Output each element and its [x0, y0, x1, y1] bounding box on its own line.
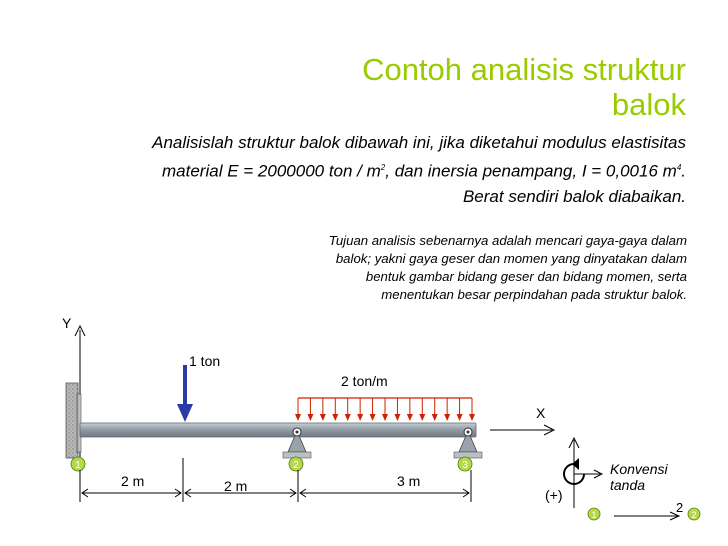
load-arrow-head — [357, 414, 364, 421]
x-axis-label: X — [536, 405, 546, 421]
fixed-support — [65, 382, 82, 459]
span-label-1: 2 m — [121, 473, 144, 489]
load-arrow-head — [319, 414, 326, 421]
analysis-purpose: Tujuan analisis sebenarnya adalah mencar… — [328, 233, 687, 302]
beam — [79, 422, 477, 438]
convention-node-1 — [587, 507, 601, 521]
node-2: 2 — [288, 456, 304, 472]
distributed-load-arrows — [295, 398, 475, 421]
distributed-load: 2 ton/m — [295, 373, 475, 421]
svg-text:2: 2 — [691, 510, 696, 520]
title-line-1: Contoh analisis struktur — [362, 52, 686, 87]
load-arrow-head — [419, 414, 426, 421]
sign-convention: (+) Konvensi tanda 1 2 2 — [545, 436, 701, 521]
support-3 — [453, 427, 483, 459]
load-arrow-head — [295, 414, 301, 421]
load-arrow-head — [369, 414, 376, 421]
convention-node-2 — [687, 507, 701, 521]
svg-text:1: 1 — [75, 460, 81, 471]
intro-sup-2: 4 — [676, 163, 682, 172]
load-arrow-head — [332, 414, 339, 421]
dimension-lines — [79, 458, 472, 502]
convention-label: Konvensi tanda — [610, 461, 671, 493]
load-arrow-head — [344, 414, 351, 421]
load-arrow-head — [444, 414, 451, 421]
problem-statement: Analisislah struktur balok dibawah ini, … — [120, 130, 686, 209]
load-arrow-head — [307, 414, 314, 421]
load-arrow-head — [382, 414, 388, 421]
slide-title: Contoh analisis struktur balok — [266, 52, 686, 122]
span-label-3: 3 m — [397, 473, 420, 489]
node-1: 1 — [70, 456, 86, 472]
load-arrow-head — [406, 414, 413, 421]
convention-end-label: 2 — [676, 500, 683, 515]
svg-text:1: 1 — [591, 510, 596, 520]
load-arrow-head — [456, 414, 463, 421]
load-arrow-head — [431, 414, 438, 421]
intro-sup-1: 2 — [380, 163, 386, 172]
moment-sign-label: (+) — [545, 487, 563, 503]
point-load-label: 1 ton — [189, 353, 220, 369]
x-axis: X — [490, 405, 556, 436]
point-load: 1 ton — [177, 353, 220, 422]
load-arrow-head — [469, 414, 475, 421]
span-label-2: 2 m — [224, 478, 247, 494]
load-arrow-head — [394, 414, 401, 421]
svg-text:2: 2 — [293, 460, 299, 471]
distributed-load-label: 2 ton/m — [341, 373, 388, 389]
y-axis-label: Y — [62, 315, 72, 331]
intro-text-2: , dan inersia penampang, I = 0,0016 m — [385, 161, 677, 181]
intro-text-3: . Berat sendiri balok diabaikan. — [462, 161, 686, 206]
intro-text-1: Analisislah struktur balok dibawah ini, … — [152, 133, 686, 181]
title-line-2: balok — [611, 87, 686, 122]
svg-text:3: 3 — [462, 460, 468, 471]
node-3: 3 — [457, 456, 473, 472]
